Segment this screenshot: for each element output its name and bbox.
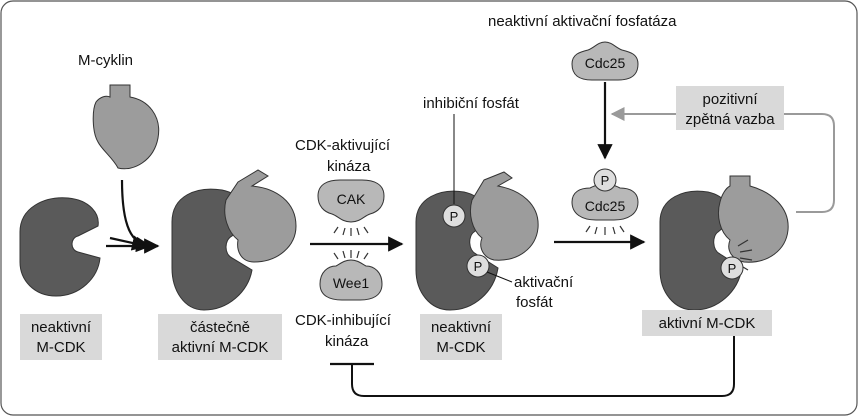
line-wee1-inhibition [351, 336, 735, 397]
label-partial-mcdk-b: aktivní M-CDK [172, 339, 269, 356]
label-p-activating: P [474, 259, 483, 274]
cdc25-inactive [571, 41, 639, 81]
box-positive-feedback [676, 86, 784, 130]
pointer-activating-phosphate [486, 271, 513, 283]
label-cdk-inhibiting-2: kináza [325, 333, 369, 350]
cdc25-active [571, 183, 639, 221]
box-active-mcdk [642, 310, 772, 336]
box-inactive-mcdk-1 [20, 314, 102, 360]
label-inactive-phosphatase: neaktivní aktivační fosfatáza [488, 13, 677, 30]
cyclin-inactive-2 [469, 171, 539, 261]
cdk-inactive-1 [19, 197, 101, 297]
cdc25-activity-lines [585, 225, 625, 235]
cyclin-partial [224, 169, 297, 263]
label-activating-phosphate-1: aktivační [514, 274, 574, 291]
label-inhibitory-phosphate: inhibiční fosfát [423, 95, 520, 112]
label-activating-phosphate-2: fosfát [516, 294, 554, 311]
cak-enzyme [317, 179, 385, 223]
label-inactive-mcdk-2-b: M-CDK [436, 339, 485, 356]
phosphate-activating [466, 254, 490, 278]
label-partial-mcdk-a: částečně [190, 319, 250, 336]
phosphate-cdc25 [593, 168, 617, 192]
phosphate-active [720, 256, 744, 280]
label-cdc25-mid: Cdc25 [585, 198, 626, 214]
label-p-active: P [728, 261, 737, 276]
wee1-enzyme [319, 259, 383, 301]
arrow-cyclin-binding [109, 179, 152, 253]
label-inactive-mcdk-1-a: neaktivní [31, 319, 92, 336]
cyclin-active [717, 175, 789, 263]
label-positive-feedback-2: zpětná vazba [685, 111, 775, 128]
label-wee1: Wee1 [333, 275, 370, 291]
box-inactive-mcdk-2 [420, 314, 502, 360]
label-active-mcdk: aktivní M-CDK [659, 315, 756, 332]
cak-activity-lines [333, 226, 369, 236]
label-m-cyklin: M-cyklin [78, 52, 133, 69]
box-partial-mcdk [158, 314, 282, 360]
m-cyclin-free [92, 84, 160, 170]
label-p-inhibitory: P [450, 209, 459, 224]
label-p-cdc25: P [601, 173, 610, 188]
label-cdk-inhibiting-1: CDK-inhibující [295, 312, 392, 329]
phosphate-inhibitory [442, 204, 466, 228]
label-positive-feedback-1: pozitivní [702, 91, 758, 108]
label-cdc25-top: Cdc25 [585, 55, 626, 71]
label-cdk-activating-2: kináza [327, 158, 371, 175]
label-inactive-mcdk-2-a: neaktivní [431, 319, 492, 336]
label-cdk-activating-1: CDK-aktivující [295, 137, 391, 154]
wee1-activity-lines [333, 250, 369, 260]
arrow-positive-feedback [610, 107, 835, 213]
label-inactive-mcdk-1-b: M-CDK [36, 339, 85, 356]
label-cak: CAK [337, 191, 366, 207]
